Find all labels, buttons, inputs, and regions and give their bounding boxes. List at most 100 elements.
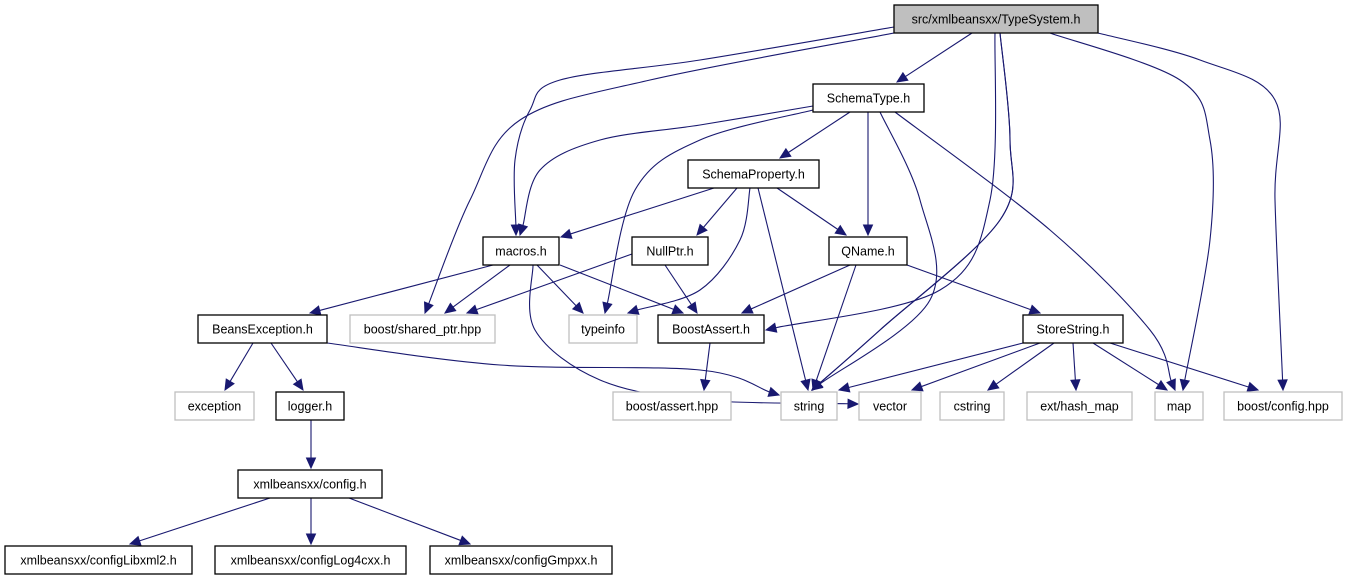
edge-schemaproperty-to-typeinfo	[626, 187, 751, 315]
node-configlog4cxx[interactable]: xmlbeansxx/configLog4cxx.h	[214, 545, 407, 575]
edge-schematype-to-map	[894, 111, 1176, 392]
edge-storestring-to-string	[837, 342, 1024, 393]
edge-schemaproperty-to-qname	[776, 187, 848, 236]
node-box	[1223, 391, 1343, 421]
node-qname[interactable]: QName.h	[828, 236, 908, 266]
node-box	[482, 236, 560, 266]
node-box	[349, 314, 496, 344]
node-string: string	[780, 391, 838, 421]
edge-typesystem-to-shared_ptr	[423, 32, 895, 315]
node-box	[214, 545, 407, 575]
node-box	[893, 4, 1099, 34]
arrowhead-icon	[778, 147, 792, 159]
arrowhead-icon	[910, 381, 924, 392]
node-label: typeinfo	[581, 323, 625, 337]
edge-typesystem-to-macros	[510, 26, 895, 237]
edge-line	[757, 187, 807, 381]
node-label: BoostAssert.h	[672, 323, 750, 337]
edge-nullptr-to-boostassert	[664, 264, 698, 315]
arrowhead-icon	[700, 378, 711, 392]
edge-line	[559, 264, 674, 310]
arrowhead-icon	[571, 301, 584, 314]
node-box	[568, 314, 638, 344]
arrowhead-icon	[128, 535, 142, 546]
node-boostassert[interactable]: BoostAssert.h	[657, 314, 765, 344]
node-label: xmlbeansxx/config.h	[253, 478, 366, 492]
edge-config_h-to-configgmpxx	[348, 497, 472, 546]
edge-typesystem-to-schematype	[895, 32, 973, 83]
edge-storestring-to-hash_map	[1070, 342, 1081, 392]
node-typeinfo: typeinfo	[568, 314, 638, 344]
arrowhead-icon	[764, 322, 778, 333]
node-box	[1026, 391, 1133, 421]
node-schemaproperty[interactable]: SchemaProperty.h	[687, 159, 820, 189]
node-macros[interactable]: macros.h	[482, 236, 560, 266]
node-schematype[interactable]: SchemaType.h	[812, 83, 925, 113]
edge-qname-to-boostassert	[740, 264, 851, 314]
node-typesystem[interactable]: src/xmlbeansxx/TypeSystem.h	[893, 4, 1099, 34]
arrowhead-icon	[740, 303, 754, 314]
node-label: xmlbeansxx/configLibxml2.h	[20, 554, 176, 568]
arrowhead-icon	[1277, 379, 1288, 392]
edge-line	[750, 264, 851, 310]
node-label: QName.h	[841, 245, 895, 259]
edge-line	[1092, 342, 1159, 386]
node-label: BeansException.h	[212, 323, 313, 337]
node-shared_ptr: boost/shared_ptr.hpp	[349, 314, 496, 344]
arrowhead-icon	[811, 378, 822, 392]
arrowhead-icon	[847, 398, 860, 410]
edge-qname-to-string	[811, 264, 857, 392]
arrowhead-icon	[834, 224, 848, 236]
edge-line	[921, 342, 1041, 388]
node-box	[275, 391, 345, 421]
edge-boostassert-to-assert_hpp	[700, 342, 711, 392]
edge-line	[1049, 32, 1214, 381]
node-label: string	[794, 400, 825, 414]
edge-line	[570, 187, 715, 235]
edge-line	[637, 187, 751, 311]
arrowhead-icon	[837, 382, 851, 393]
node-label: xmlbeansxx/configLog4cxx.h	[231, 554, 391, 568]
edge-line	[906, 264, 1031, 311]
arrowhead-icon	[465, 304, 479, 315]
edge-line	[703, 187, 738, 228]
node-logger[interactable]: logger.h	[275, 391, 345, 421]
node-configgmpxx[interactable]: xmlbeansxx/configGmpxx.h	[429, 545, 613, 575]
arrowhead-icon	[671, 304, 685, 315]
edge-macros-to-beansexception	[308, 264, 494, 316]
node-box	[687, 159, 820, 189]
arrowhead-icon	[559, 228, 573, 239]
node-label: StoreString.h	[1037, 323, 1110, 337]
node-config_h[interactable]: xmlbeansxx/config.h	[237, 469, 383, 499]
node-vector: vector	[858, 391, 922, 421]
node-beansexception[interactable]: BeansException.h	[197, 314, 328, 344]
arrowhead-icon	[626, 304, 640, 315]
arrowhead-icon	[602, 301, 613, 315]
node-box	[1022, 314, 1124, 344]
edge-storestring-to-map	[1092, 342, 1169, 391]
node-exception: exception	[174, 391, 255, 421]
node-box	[612, 391, 732, 421]
edge-beansexception-to-string	[326, 342, 781, 397]
node-label: boost/config.hpp	[1237, 400, 1329, 414]
node-hash_map: ext/hash_map	[1026, 391, 1133, 421]
node-configlibxml2[interactable]: xmlbeansxx/configLibxml2.h	[4, 545, 193, 575]
node-label: vector	[873, 400, 907, 414]
arrowhead-icon	[1070, 379, 1081, 392]
edge-config_h-to-configlog4cxx	[305, 498, 317, 546]
node-nullptr[interactable]: NullPtr.h	[631, 236, 709, 266]
arrowhead-icon	[444, 302, 457, 314]
edge-line	[606, 109, 814, 304]
edge-typesystem-to-boostassert	[764, 32, 997, 333]
edge-line	[536, 264, 577, 307]
edge-storestring-to-vector	[910, 342, 1041, 392]
edge-schemaproperty-to-string	[757, 187, 811, 392]
node-box	[812, 83, 925, 113]
edge-line	[1109, 342, 1249, 388]
edge-line	[1072, 342, 1076, 381]
arrowhead-icon	[305, 533, 317, 546]
arrowhead-icon	[686, 301, 698, 315]
edge-line	[529, 264, 849, 405]
node-storestring[interactable]: StoreString.h	[1022, 314, 1124, 344]
node-box	[780, 391, 838, 421]
